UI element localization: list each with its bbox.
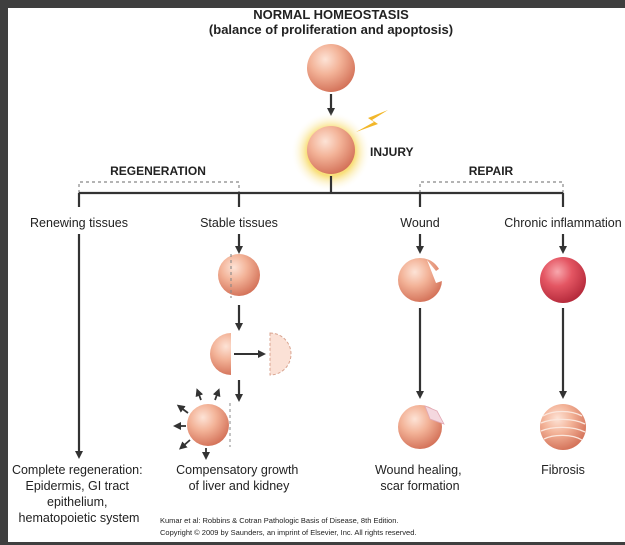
outcome-complete-regeneration: Complete regeneration: Epidermis, GI tra…: [12, 463, 146, 525]
repair-bracket: [419, 181, 564, 193]
branch-renewing-label: Renewing tissues: [30, 216, 128, 230]
wound-bite: [427, 260, 445, 283]
credit-line1: Kumar et al: Robbins & Cotran Pathologic…: [160, 516, 398, 525]
inflamed-cell-icon: [540, 257, 586, 303]
title-line1: NORMAL HOMEOSTASIS: [253, 7, 409, 22]
divided-cell-icon: [210, 333, 231, 375]
diagram-panel: [8, 8, 625, 542]
growth-arrow-5: [178, 439, 191, 450]
removed-half-icon: [269, 332, 292, 376]
credit-line2: Copyright © 2009 by Saunders, an imprint…: [160, 528, 416, 537]
growth-arrow-2: [212, 388, 221, 401]
frame-bottom: [0, 542, 625, 545]
outcome-compensatory: Compensatory growth of liver and kidney: [176, 463, 302, 493]
growth-arrow-3: [176, 404, 189, 414]
regrowing-cell-icon: [187, 404, 229, 446]
branch-stable-label: Stable tissues: [200, 216, 278, 230]
injury-label: INJURY: [370, 145, 414, 159]
fibrosis-strands: [540, 410, 586, 441]
branch-chronic-label: Chronic inflammation: [504, 216, 621, 230]
outcome-wound-healing: Wound healing, scar formation: [375, 463, 465, 493]
branch-wound-label: Wound: [400, 216, 439, 230]
outcome-fibrosis: Fibrosis: [541, 463, 585, 477]
growth-arrow-1: [195, 388, 204, 401]
normal-cell-icon: [307, 44, 355, 92]
regeneration-label: REGENERATION: [110, 164, 206, 178]
frame-left: [0, 0, 8, 545]
title-line2: (balance of proliferation and apoptosis): [209, 22, 453, 37]
liver-cell-icon: [218, 254, 260, 296]
repair-label: REPAIR: [469, 164, 514, 178]
frame-top: [0, 0, 625, 8]
scar-patch: [424, 405, 445, 425]
regeneration-bracket: [78, 181, 240, 193]
injured-cell-icon: [307, 126, 355, 174]
